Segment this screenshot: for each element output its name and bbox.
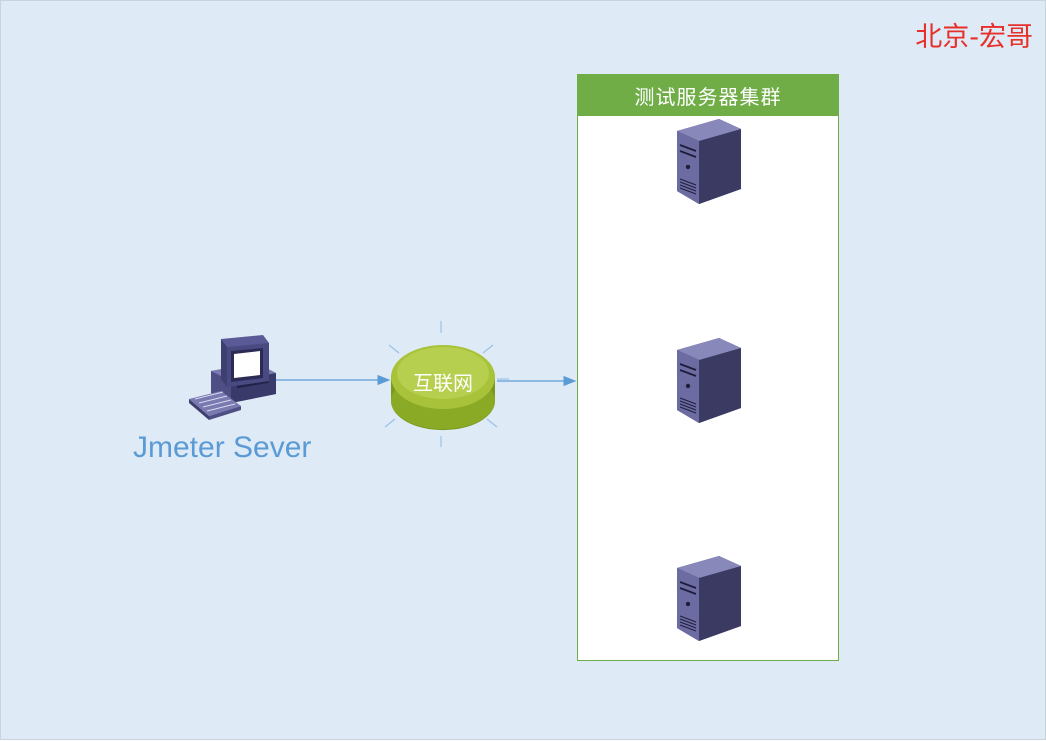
internet-label: 互联网: [413, 371, 473, 395]
client-label: Jmeter Sever: [133, 431, 312, 464]
server-tower-icon-2: [676, 337, 742, 424]
watermark-text: 北京-宏哥: [915, 22, 1033, 53]
server-tower-icon-3: [676, 555, 742, 642]
server-tower-icon-1: [676, 118, 742, 205]
cluster-title: 测试服务器集群: [578, 75, 838, 116]
